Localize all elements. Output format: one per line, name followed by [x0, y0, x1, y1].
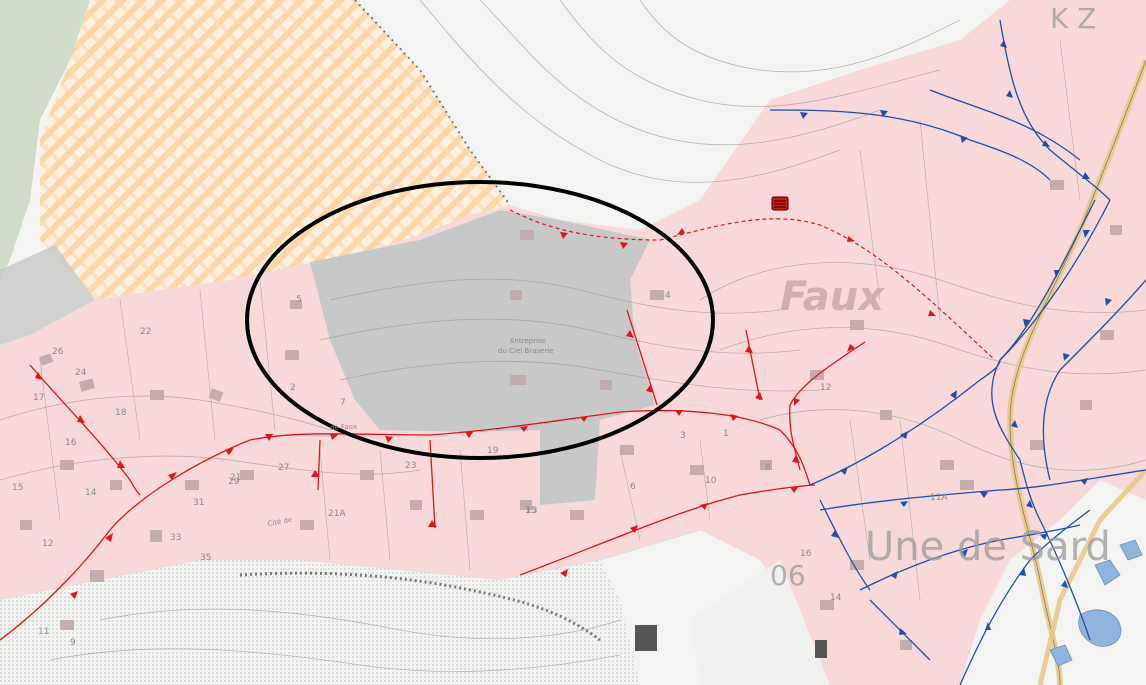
plain-area [690, 560, 830, 685]
house-number: 6 [630, 482, 636, 492]
house-number: 10 [705, 476, 717, 486]
house-number: 21A [328, 509, 346, 519]
street-label-2: de Faux [330, 423, 358, 432]
house-number: 14 [85, 488, 97, 498]
house-number: 13 [526, 506, 537, 516]
house-number: 8 [765, 463, 771, 473]
place-label-number: 06 [770, 559, 806, 592]
house-number: 35 [200, 553, 211, 563]
highlight-ellipse [245, 180, 715, 460]
red-dashed-line [509, 209, 996, 361]
house-number: 3 [680, 431, 686, 441]
house-number: 29 [228, 477, 240, 487]
secondary-road [1037, 468, 1146, 685]
house-number: 23 [405, 461, 416, 471]
blue-network [769, 19, 1146, 685]
house-number: 14 [830, 593, 842, 603]
industrial-site-annex [540, 420, 600, 505]
place-label: Une de Sard [865, 524, 1111, 570]
house-number: 5 [296, 295, 302, 305]
locality-label: Faux [780, 274, 885, 320]
railway-line [239, 571, 601, 642]
house-number: 27 [278, 463, 289, 473]
house-number: 11 [38, 627, 49, 637]
hatched-zone [40, 0, 510, 300]
house-number: 24 [75, 368, 87, 378]
house-number: 19 [487, 446, 499, 456]
house-number: 22 [140, 327, 151, 337]
corner-label: K Z [1050, 2, 1096, 35]
house-number: 33 [170, 533, 181, 543]
dark-building [635, 625, 657, 651]
house-number: 18 [115, 408, 127, 418]
red-dashed-arrows [560, 228, 936, 316]
house-number-labels: 22 24 26 17 18 16 15 14 31 21 12 9 11 7 … [12, 291, 948, 648]
site-label: Entreprise [510, 337, 546, 345]
dark-building-2 [815, 640, 827, 658]
house-number: 12 [42, 539, 53, 549]
house-number: 16 [800, 549, 812, 559]
forest-zone [0, 0, 90, 280]
house-number: 7 [340, 398, 346, 408]
house-number: 4 [665, 291, 671, 301]
house-number: 31 [193, 498, 204, 508]
blue-flow-arrows [800, 40, 1112, 635]
house-number: 15 [12, 483, 23, 493]
zone-boundary-dotted [354, 0, 511, 206]
industrial-site [310, 210, 655, 432]
house-number: 12 [820, 383, 831, 393]
red-flow-arrows [35, 330, 855, 599]
house-number: 17 [33, 393, 44, 403]
house-number: 21 [230, 473, 241, 483]
site-label-2: du Ciel Braserie [498, 347, 553, 355]
red-marker-icon[interactable] [771, 196, 789, 211]
house-number: 11A [930, 493, 948, 503]
house-number: 16 [65, 438, 77, 448]
house-number: 1 [723, 429, 729, 439]
parcel-lines [39, 39, 1081, 601]
grey-zone-left [0, 245, 95, 345]
house-number: 2 [290, 383, 296, 393]
buildings [20, 180, 1122, 650]
house-number: 9 [70, 638, 76, 648]
main-road-edge [1009, 59, 1146, 685]
house-number: 26 [52, 347, 64, 357]
house-number: 15 [525, 506, 536, 516]
